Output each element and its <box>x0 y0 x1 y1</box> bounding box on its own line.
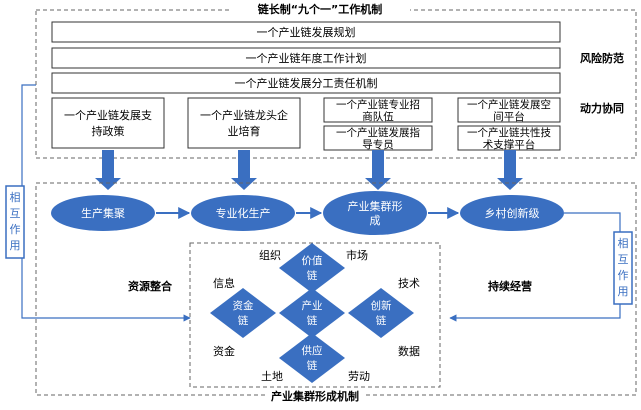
left-interaction-char-4: 用 <box>10 239 21 252</box>
stage-cluster-formation-line2: 成 <box>370 214 381 227</box>
right-interaction-box <box>613 231 633 305</box>
diamond-supply-chain <box>279 333 345 383</box>
down-arrow-4 <box>497 150 523 190</box>
row-text-plan: 一个产业链发展规划 <box>257 25 356 39</box>
diamond-industry-chain-line1: 产业 <box>302 299 323 312</box>
box-leading-enterprise <box>187 97 301 149</box>
box-leading-enterprise-line2: 业培育 <box>228 124 261 138</box>
box-space-platform-line1: 一个产业链发展空 <box>467 98 551 111</box>
diamond-industry-chain-line2: 链 <box>307 314 318 327</box>
box-leading-enterprise-line1: 一个产业链龙头企 <box>200 108 288 122</box>
mechanism-title: 产业集群形成机制 <box>271 389 359 403</box>
mechanism-dashed-box <box>189 242 441 388</box>
factor-organization: 组织 <box>259 248 281 262</box>
top-section-title: 链长制“九个一”工作机制 <box>258 2 382 16</box>
left-interaction-char-1: 相 <box>10 191 21 204</box>
box-investment-team-line1: 一个产业链专业招 <box>336 98 420 111</box>
box-support-policy <box>51 97 165 149</box>
factor-labor: 劳动 <box>348 370 370 383</box>
stage-cluster-formation-line1: 产业集群形 <box>348 199 403 213</box>
diamond-capital-chain-line2: 链 <box>238 314 249 327</box>
diamond-value-chain-line1: 价值 <box>302 254 323 267</box>
down-arrows <box>95 150 523 190</box>
row-text-annual: 一个产业链年度工作计划 <box>246 51 367 65</box>
diamond-industry-chain <box>279 288 345 338</box>
down-arrow-3 <box>365 150 391 190</box>
label-power-synergy: 动力协同 <box>580 101 624 115</box>
box-investment-team <box>323 97 433 123</box>
stage-rural-innovation <box>460 195 564 231</box>
factor-capital: 资金 <box>213 344 235 358</box>
box-guidance-specialist <box>323 125 433 151</box>
diamond-innovation-chain <box>348 288 414 338</box>
box-guidance-specialist-line1: 一个产业链发展指 <box>336 126 420 139</box>
down-arrow-2 <box>231 150 257 190</box>
box-tech-platform-line2: 术支撑平台 <box>483 138 536 151</box>
left-interaction-box <box>5 185 25 259</box>
box-support-policy-line1: 一个产业链发展支 <box>64 108 152 122</box>
box-tech-platform <box>457 125 561 151</box>
stage-specialized-production-label: 专业化生产 <box>216 206 271 220</box>
stage-cluster-formation <box>323 191 427 235</box>
right-interaction-char-3: 作 <box>618 269 629 282</box>
diamond-supply-chain-line1: 供应 <box>302 344 323 357</box>
box-guidance-specialist-line2: 导专员 <box>362 138 394 151</box>
factor-land: 土地 <box>261 370 283 383</box>
factor-technology: 技术 <box>398 277 420 290</box>
factor-information: 信息 <box>213 276 235 290</box>
right-interaction-char-4: 用 <box>618 285 629 298</box>
diamond-capital-chain <box>210 288 276 338</box>
stage-rural-innovation-label: 乡村创新级 <box>485 206 540 220</box>
diamond-innovation-chain-line2: 链 <box>376 314 387 327</box>
label-risk-prevention: 风险防范 <box>580 51 624 65</box>
diamond-supply-chain-line2: 链 <box>307 359 318 372</box>
down-arrow-1 <box>95 150 121 190</box>
diamond-innovation-chain-line1: 创新 <box>371 299 392 312</box>
box-tech-platform-line1: 一个产业链共性技 <box>467 126 551 139</box>
box-space-platform <box>457 97 561 123</box>
right-interaction-char-2: 互 <box>618 253 629 266</box>
row-text-responsibility: 一个产业链发展分工责任机制 <box>235 76 378 90</box>
left-interaction-char-2: 互 <box>10 207 21 220</box>
stage-production-agglomeration-label: 生产集聚 <box>81 206 125 220</box>
box-support-policy-line2: 持政策 <box>92 124 125 138</box>
right-interaction-char-1: 相 <box>618 237 629 250</box>
left-interaction-char-3: 作 <box>10 223 21 236</box>
box-investment-team-line2: 商队伍 <box>362 110 394 123</box>
factor-market: 市场 <box>346 248 368 262</box>
factor-data: 数据 <box>398 344 420 358</box>
diamond-capital-chain-line1: 资金 <box>233 299 254 312</box>
label-sustainable-operation: 持续经营 <box>488 279 532 293</box>
row-box-annual <box>51 47 561 69</box>
row-box-responsibility <box>51 72 561 94</box>
diamond-value-chain-line2: 链 <box>307 269 318 282</box>
stage-specialized-production <box>191 195 295 231</box>
stage-production-agglomeration <box>51 195 155 231</box>
diamond-value-chain <box>279 243 345 293</box>
top-dashed-container <box>35 9 637 159</box>
label-resource-integration: 资源整合 <box>128 279 173 293</box>
row-box-plan <box>51 21 561 43</box>
box-space-platform-line2: 间平台 <box>493 110 525 123</box>
